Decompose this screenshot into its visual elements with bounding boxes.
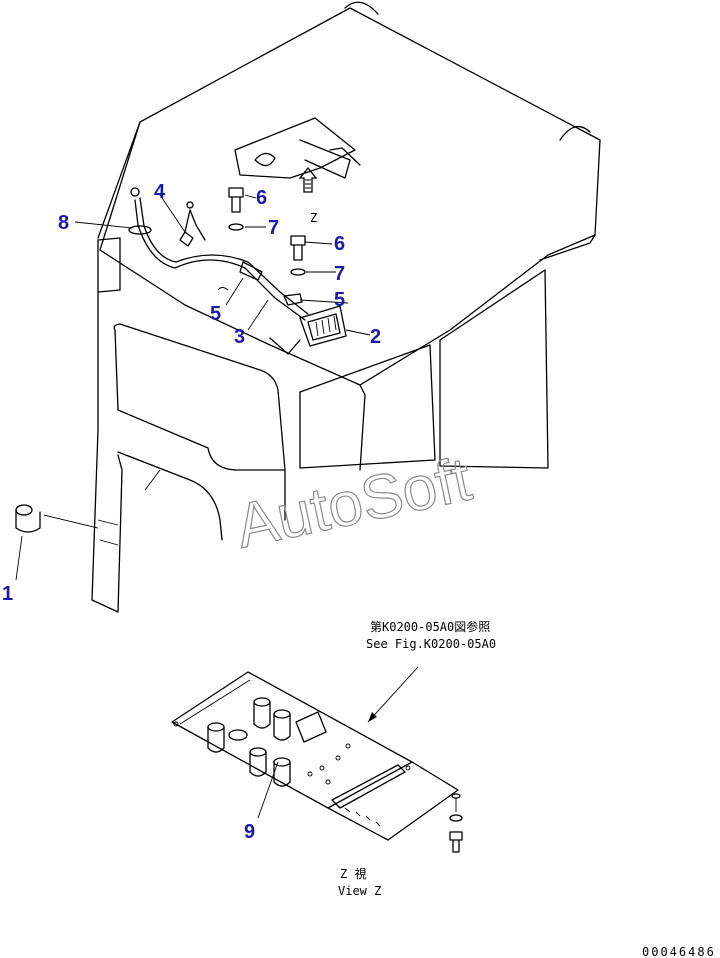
- drawing-number: 00046486: [642, 945, 716, 958]
- panel-screw: [449, 793, 463, 853]
- watermark: AutoSoft: [230, 445, 477, 562]
- view-caption-jp: Z 視: [340, 866, 366, 881]
- callout-3: 3: [234, 326, 245, 348]
- callout-5-right: 5: [334, 289, 345, 311]
- callout-2: 2: [370, 326, 381, 348]
- callout-4: 4: [154, 181, 166, 203]
- view-caption-en: View Z: [338, 884, 381, 898]
- work-lamp: [299, 305, 347, 347]
- panel-holes: [173, 721, 411, 785]
- view-direction-arrow: [298, 166, 318, 193]
- callout-8: 8: [58, 212, 69, 234]
- callout-6-upper: 6: [256, 187, 267, 209]
- callout-6-lower: 6: [334, 233, 345, 255]
- view-z-panel: [171, 671, 463, 853]
- bolt-6-lower: [290, 235, 306, 261]
- cab-body: [91, 1, 601, 613]
- leader-arrowhead: [368, 712, 377, 722]
- bolt-6-upper: [228, 187, 244, 213]
- lamp-bracket: [269, 337, 301, 355]
- callout-7-lower: 7: [334, 263, 345, 285]
- reference-note-en: See Fig.K0200-05A0: [366, 637, 496, 651]
- washer-7-lower: [290, 268, 306, 276]
- washer-7-upper: [228, 223, 244, 231]
- reference-note-jp: 第K0200-05A0図参照: [370, 619, 490, 634]
- wiring-harness: [128, 187, 309, 321]
- cap-part-1: [15, 504, 41, 533]
- callout-1: 1: [2, 583, 13, 605]
- switch-cluster: [207, 697, 327, 787]
- view-marker-label: Z: [310, 211, 317, 225]
- callout-9: 9: [244, 821, 255, 843]
- leader-lines: [15, 194, 419, 819]
- roof-bracket: [234, 117, 361, 179]
- callout-5-left: 5: [210, 303, 221, 325]
- callout-7-upper: 7: [268, 217, 279, 239]
